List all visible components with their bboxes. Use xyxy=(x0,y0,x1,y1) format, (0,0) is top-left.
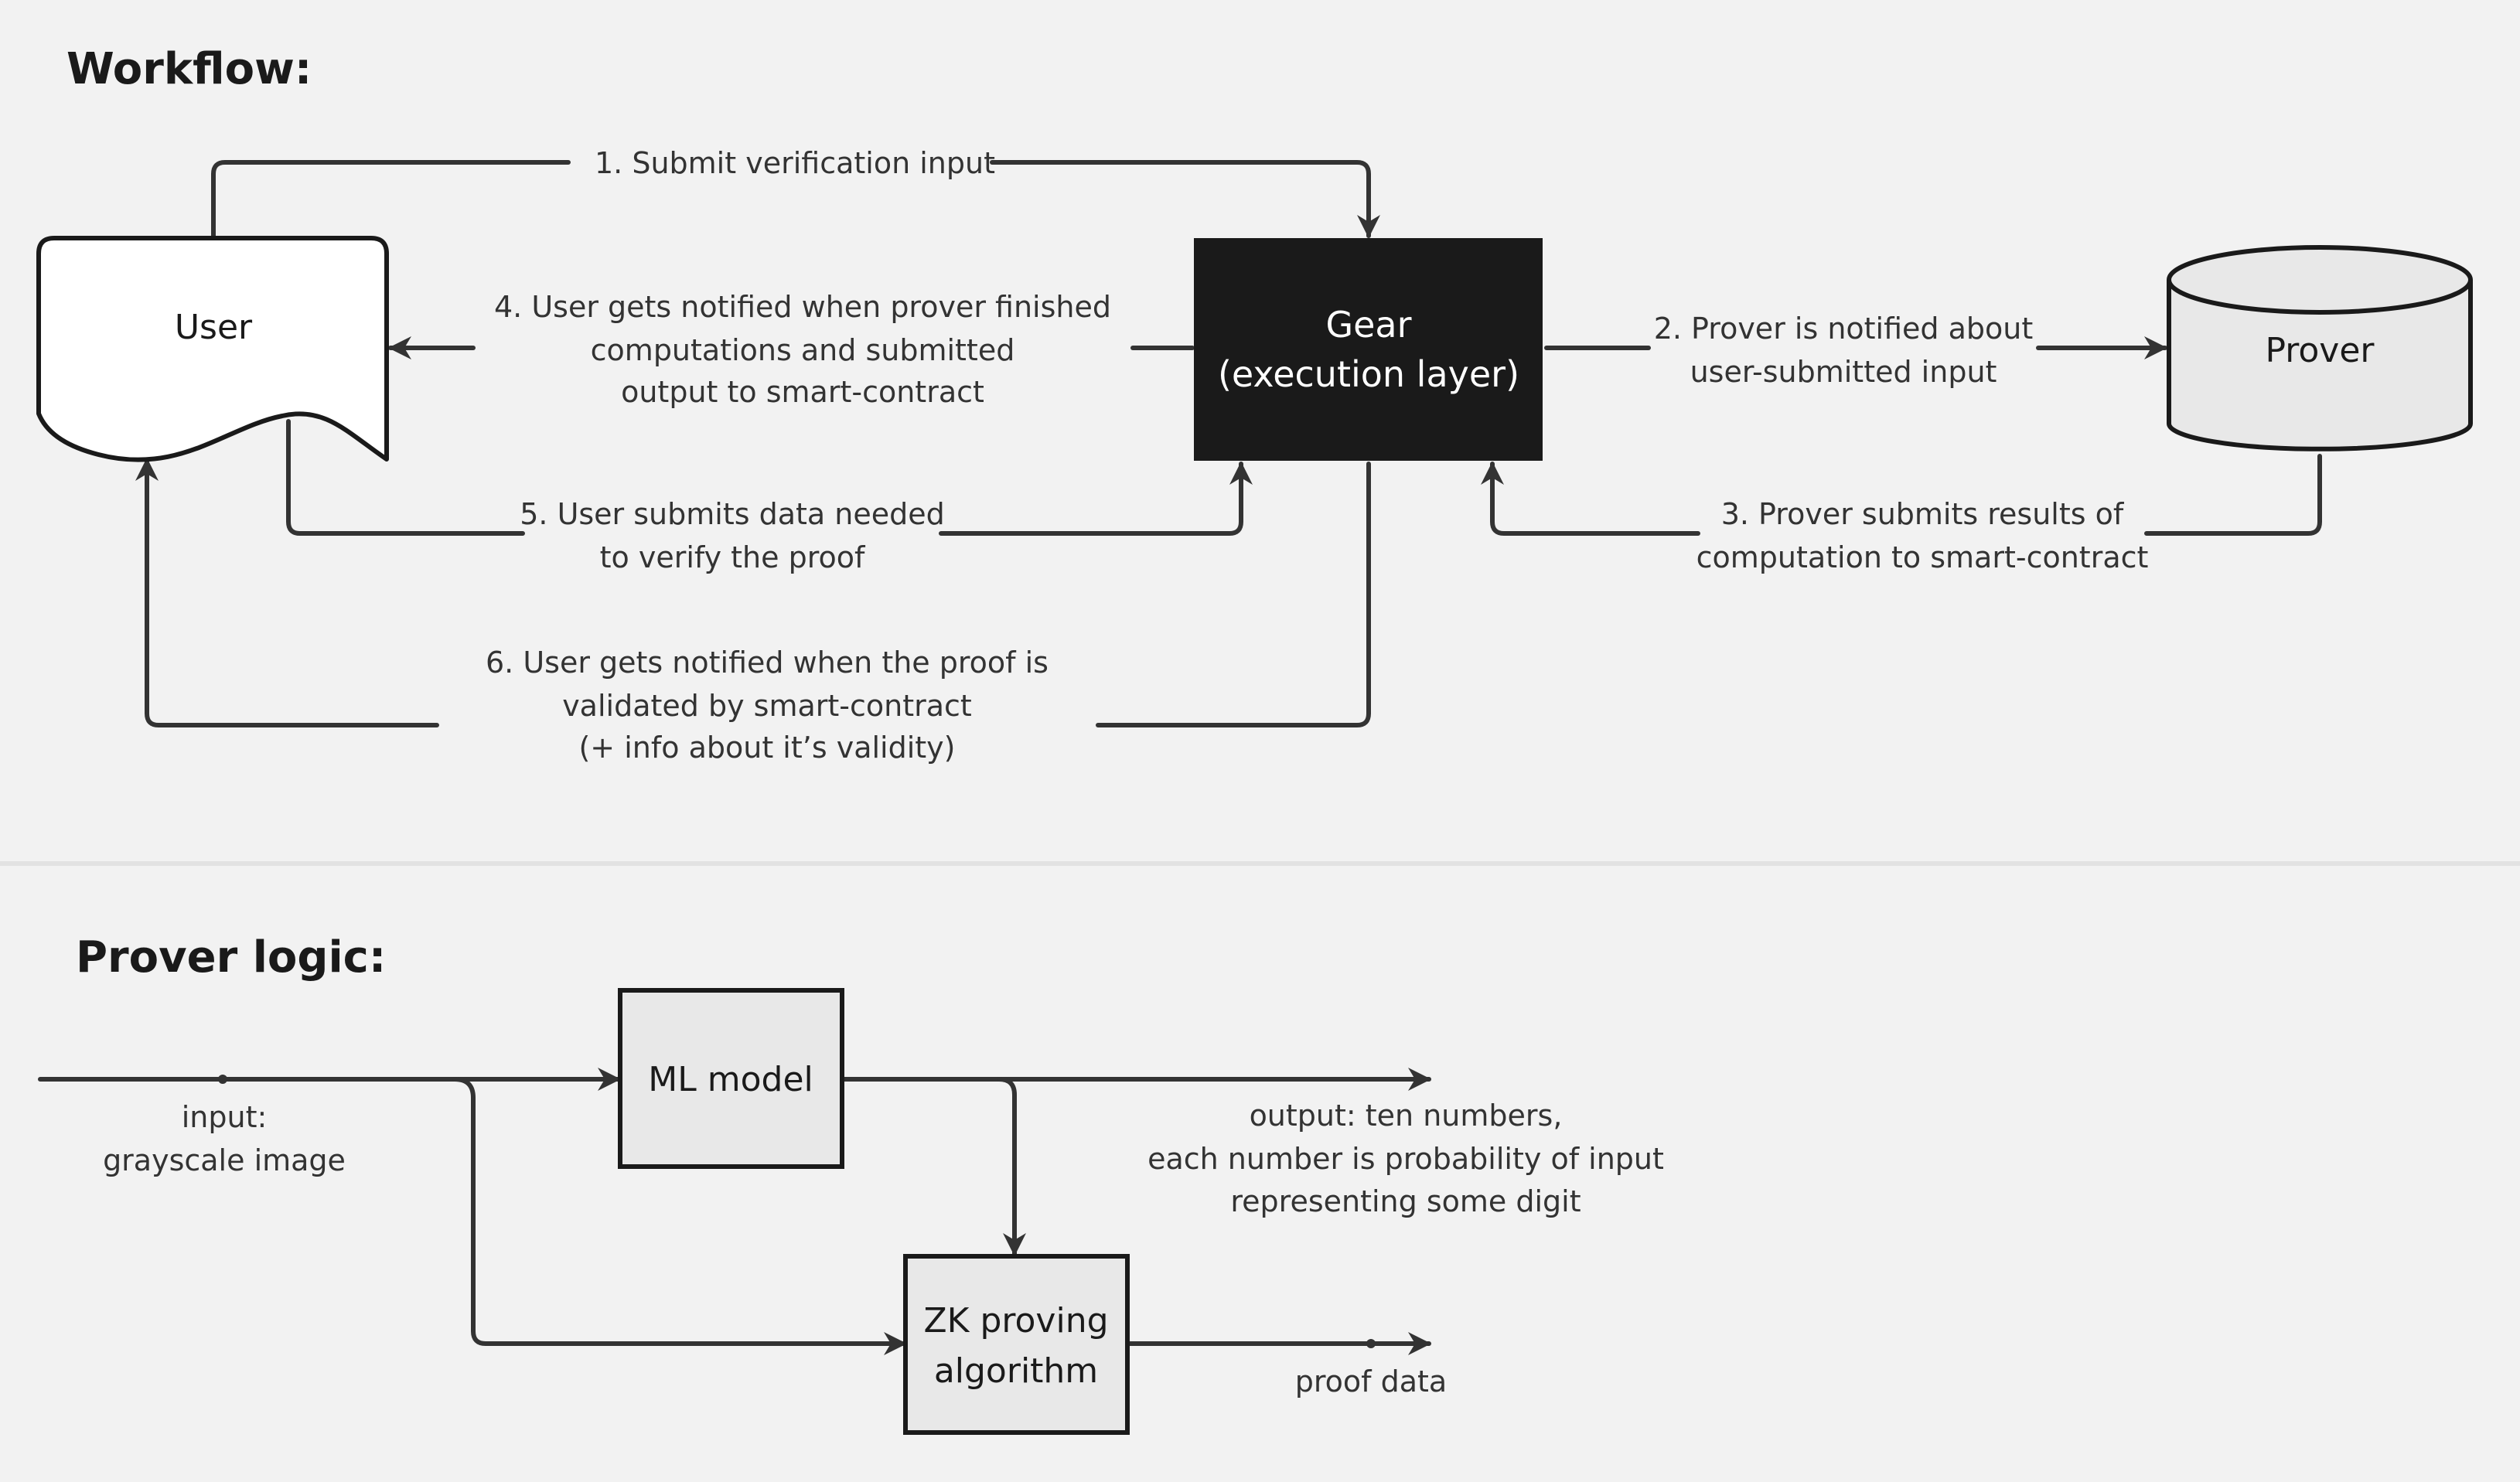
user-label: User xyxy=(175,308,253,347)
svg-text:input:: input: xyxy=(182,1100,268,1134)
zk-label-line2: algorithm xyxy=(934,1351,1098,1391)
svg-text:user-submitted input: user-submitted input xyxy=(1690,355,1997,389)
svg-text:output to smart-contract: output to smart-contract xyxy=(621,375,984,409)
workflow-heading: Workflow: xyxy=(66,44,312,94)
edge-input-to-zk xyxy=(452,1077,907,1355)
edge-zk-output xyxy=(1127,1332,1431,1355)
input-label: input: grayscale image xyxy=(103,1100,346,1177)
step-label-6: 6. User gets notified when the proof is … xyxy=(486,646,1049,765)
proof-data-label: proof data xyxy=(1295,1364,1447,1399)
step-label-2: 2. Prover is notified about user-submitt… xyxy=(1654,312,2034,389)
zk-algorithm-node: ZK proving algorithm xyxy=(903,1254,1130,1435)
user-node: User xyxy=(36,236,389,462)
output-label: output: ten numbers, each number is prob… xyxy=(1147,1099,1664,1218)
edge-input-to-ml xyxy=(38,1068,621,1091)
edge-user-submits-data xyxy=(286,419,1253,536)
svg-text:4. User gets notified when pro: 4. User gets notified when prover finish… xyxy=(494,290,1111,324)
zk-label-line1: ZK proving xyxy=(923,1301,1108,1341)
ml-model-node: ML model xyxy=(618,988,844,1169)
gear-label-subtitle: (execution layer) xyxy=(1218,353,1519,395)
svg-text:representing some digit: representing some digit xyxy=(1230,1184,1581,1218)
edge-submit-input xyxy=(211,160,1380,238)
svg-text:grayscale image: grayscale image xyxy=(103,1143,346,1177)
prover-logic-heading: Prover logic: xyxy=(76,932,386,983)
svg-text:3. Prover submits results of: 3. Prover submits results of xyxy=(1721,497,2125,531)
edge-user-notified-validity xyxy=(135,458,1371,727)
svg-text:computations and submitted: computations and submitted xyxy=(591,333,1015,367)
step-label-1: 1. Submit verification input xyxy=(595,146,995,180)
step-label-4: 4. User gets notified when prover finish… xyxy=(494,290,1111,409)
edge-prover-submits xyxy=(1481,454,2322,536)
ml-model-label: ML model xyxy=(648,1060,813,1099)
svg-text:to verify the proof: to verify the proof xyxy=(600,540,866,574)
svg-text:output: ten numbers,: output: ten numbers, xyxy=(1250,1099,1563,1133)
svg-text:computation to smart-contract: computation to smart-contract xyxy=(1696,540,2149,574)
svg-text:validated by smart-contract: validated by smart-contract xyxy=(562,689,972,723)
prover-node: Prover xyxy=(2167,245,2473,451)
gear-node: Gear (execution layer) xyxy=(1194,238,1543,461)
svg-text:proof data: proof data xyxy=(1295,1364,1447,1399)
svg-text:2. Prover is notified about: 2. Prover is notified about xyxy=(1654,312,2034,346)
edge-ml-to-zk xyxy=(997,1077,1026,1256)
svg-text:6. User gets notified when the: 6. User gets notified when the proof is xyxy=(486,646,1049,680)
svg-text:(+ info about it’s validity): (+ info about it’s validity) xyxy=(578,731,955,765)
svg-text:5. User submits data needed: 5. User submits data needed xyxy=(520,497,945,531)
step-label-5: 5. User submits data needed to verify th… xyxy=(520,497,945,574)
step-label-3: 3. Prover submits results of computation… xyxy=(1696,497,2149,574)
svg-text:each number is probability of: each number is probability of input xyxy=(1147,1142,1664,1176)
gear-label-title: Gear xyxy=(1325,304,1411,346)
prover-label: Prover xyxy=(2265,331,2375,370)
svg-text:1. Submit verification input: 1. Submit verification input xyxy=(595,146,995,180)
